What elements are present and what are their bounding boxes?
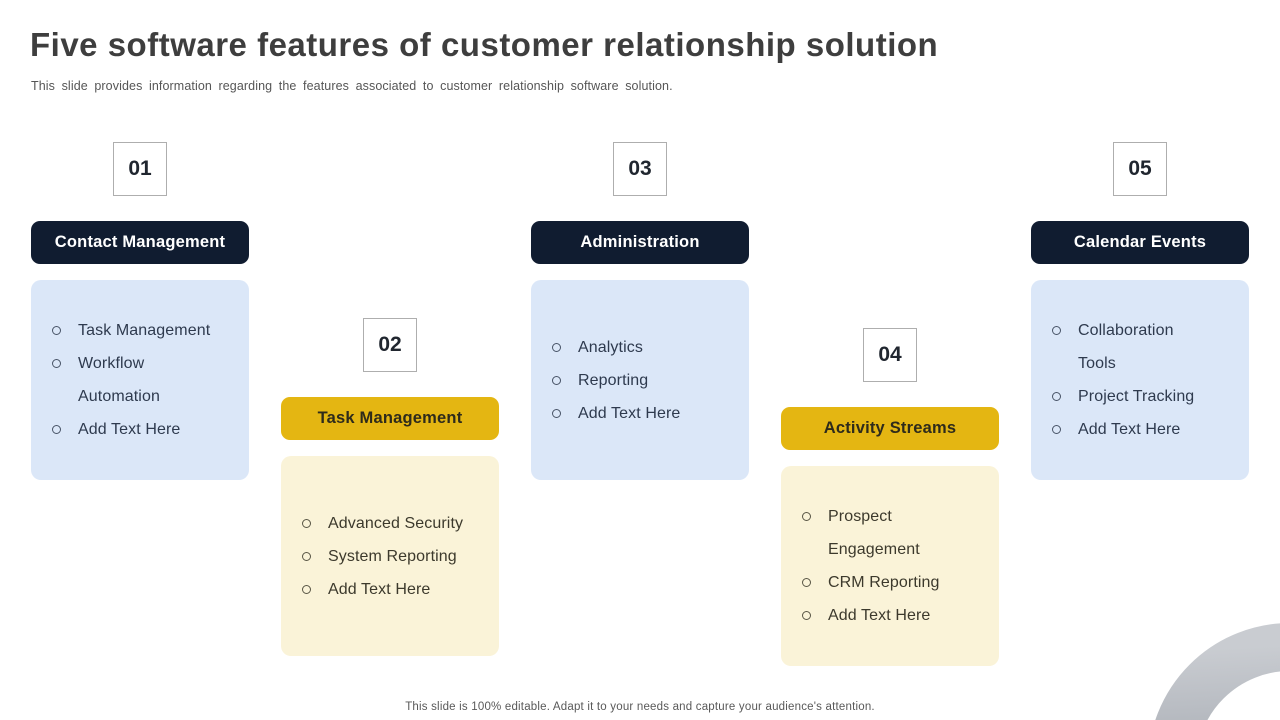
step-number-box: 01 (113, 142, 167, 196)
bullet-circle-icon (552, 408, 561, 418)
column-header: Administration (531, 221, 749, 264)
feature-column-task-management: 02 Task Management Advanced Security Sys… (281, 318, 499, 656)
list-item: CRM Reporting (800, 566, 989, 599)
feature-list: Advanced Security System Reporting Add T… (281, 456, 499, 656)
step-number-box: 04 (863, 328, 917, 382)
list-item: System Reporting (300, 540, 489, 573)
list-item: Collaboration Tools (1050, 314, 1239, 380)
feature-list: Prospect Engagement CRM Reporting Add Te… (781, 466, 999, 666)
list-item: Project Tracking (1050, 380, 1239, 413)
editable-note: This slide is 100% editable. Adapt it to… (405, 701, 875, 713)
column-header: Task Management (281, 397, 499, 440)
list-item: Workflow Automation (50, 347, 239, 413)
bullet-circle-icon (552, 375, 561, 385)
bullet-circle-icon (302, 551, 311, 561)
feature-column-administration: 03 Administration Analytics Reporting Ad… (531, 142, 749, 480)
feature-list: Task Management Workflow Automation Add … (31, 280, 249, 480)
feature-list: Analytics Reporting Add Text Here (531, 280, 749, 480)
bullet-circle-icon (52, 359, 61, 368)
step-number-box: 02 (363, 318, 417, 372)
bullet-circle-icon (802, 611, 811, 620)
bullet-circle-icon (552, 342, 561, 352)
bullet-circle-icon (802, 578, 811, 587)
donut-decoration (1155, 623, 1280, 720)
feature-column-calendar-events: 05 Calendar Events Collaboration Tools P… (1031, 142, 1249, 480)
bullet-circle-icon (302, 584, 311, 594)
feature-column-contact-management: 01 Contact Management Task Management Wo… (31, 142, 249, 480)
feature-column-activity-streams: 04 Activity Streams Prospect Engagement … (781, 328, 999, 666)
list-item: Task Management (50, 314, 239, 347)
step-number-box: 05 (1113, 142, 1167, 196)
bullet-circle-icon (1052, 392, 1061, 401)
list-item: Advanced Security (300, 507, 489, 540)
list-item: Add Text Here (300, 573, 489, 606)
bullet-circle-icon (1052, 326, 1061, 335)
list-item: Add Text Here (50, 413, 239, 446)
bullet-circle-icon (52, 326, 61, 335)
feature-list: Collaboration Tools Project Tracking Add… (1031, 280, 1249, 480)
column-header: Calendar Events (1031, 221, 1249, 264)
step-number-box: 03 (613, 142, 667, 196)
bullet-circle-icon (52, 425, 61, 434)
bullet-circle-icon (302, 518, 311, 528)
list-item: Add Text Here (800, 599, 989, 632)
list-item: Add Text Here (550, 397, 739, 430)
list-item: Analytics (550, 331, 739, 364)
list-item: Reporting (550, 364, 739, 397)
column-header: Contact Management (31, 221, 249, 264)
list-item: Prospect Engagement (800, 500, 989, 566)
page-title: Five software features of customer relat… (30, 26, 939, 63)
slide-subtitle: This slide provides information regardin… (31, 79, 673, 93)
bullet-circle-icon (1052, 425, 1061, 434)
bullet-circle-icon (802, 512, 811, 521)
list-item: Add Text Here (1050, 413, 1239, 446)
column-header: Activity Streams (781, 407, 999, 450)
